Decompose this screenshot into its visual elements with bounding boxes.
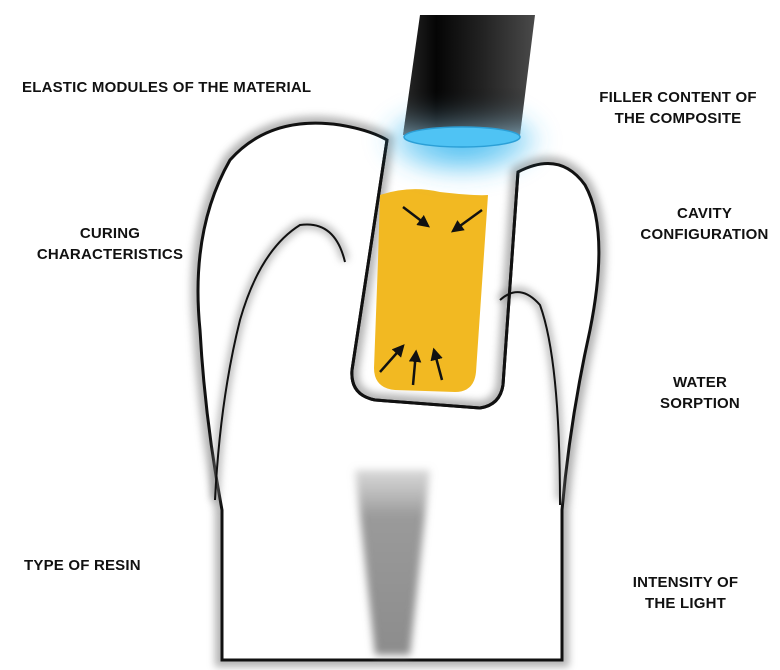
label-elastic-modules: ELASTIC MODULES OF THE MATERIAL bbox=[22, 77, 311, 98]
label-curing-line2: CHARACTERISTICS bbox=[30, 244, 190, 265]
label-intensity-of-light: INTENSITY OF THE LIGHT bbox=[618, 572, 753, 614]
label-filler-content-line2: THE COMPOSITE bbox=[588, 108, 768, 129]
label-curing-line1: CURING bbox=[30, 223, 190, 244]
label-cavity-line2: CONFIGURATION bbox=[632, 224, 777, 245]
label-resin-text: TYPE OF RESIN bbox=[24, 555, 141, 576]
label-filler-content-line1: FILLER CONTENT OF bbox=[588, 87, 768, 108]
label-water-sorption: WATER SORPTION bbox=[645, 372, 755, 414]
label-water-line2: SORPTION bbox=[645, 393, 755, 414]
label-elastic-modules-text: ELASTIC MODULES OF THE MATERIAL bbox=[22, 77, 311, 98]
label-intensity-line1: INTENSITY OF bbox=[618, 572, 753, 593]
curing-light-icon bbox=[377, 15, 547, 180]
label-intensity-line2: THE LIGHT bbox=[618, 593, 753, 614]
label-water-line1: WATER bbox=[645, 372, 755, 393]
label-type-of-resin: TYPE OF RESIN bbox=[24, 555, 141, 576]
label-cavity-line1: CAVITY bbox=[632, 203, 777, 224]
label-filler-content: FILLER CONTENT OF THE COMPOSITE bbox=[588, 87, 768, 129]
label-cavity-configuration: CAVITY CONFIGURATION bbox=[632, 203, 777, 245]
label-curing-characteristics: CURING CHARACTERISTICS bbox=[30, 223, 190, 265]
